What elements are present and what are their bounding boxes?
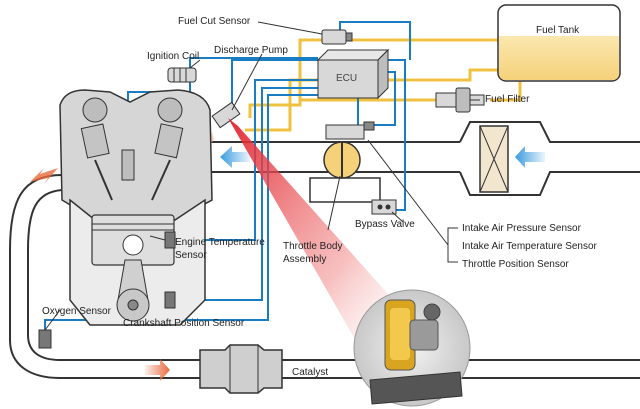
- crankshaft-position-sensor-part: [164, 291, 176, 309]
- catalyst-part: [199, 344, 283, 394]
- label-engine-temperature-sensor: Engine Temperature Sensor: [175, 237, 265, 261]
- exhaust-arrow-bottom: [145, 359, 170, 381]
- exhaust-arrow-left: [30, 168, 58, 184]
- label-discharge-pump: Discharge Pump: [214, 45, 288, 56]
- ignition-coil-part: [167, 67, 197, 83]
- label-throttle-position-sensor: Throttle Position Sensor: [462, 259, 569, 270]
- label-catalyst: Catalyst: [292, 367, 329, 378]
- intake-arrow-inlet: [515, 146, 545, 168]
- label-fuel-cut-sensor: Fuel Cut Sensor: [178, 16, 251, 27]
- air-filter-element: [479, 125, 509, 193]
- label-leader-lines: [44, 21, 480, 331]
- fuel-tank: [497, 4, 621, 82]
- oxygen-sensor-part: [38, 329, 52, 349]
- throttle-body-part: [309, 121, 381, 203]
- engine-block: [69, 198, 206, 326]
- label-crankshaft-position-sensor: Crankshaft Position Sensor: [123, 318, 245, 329]
- bypass-valve-part: [371, 199, 397, 215]
- label-intake-air-pressure-sensor: Intake Air Pressure Sensor: [462, 223, 581, 234]
- intake-arrow-manifold: [220, 146, 250, 168]
- label-ecu: ECU: [336, 73, 358, 84]
- label-throttle-body-assembly: Throttle Body Assembly: [283, 241, 343, 265]
- fuel-cut-sensor-part: [321, 29, 353, 45]
- injector-part: [211, 101, 241, 129]
- label-oxygen-sensor: Oxygen Sensor: [42, 306, 111, 317]
- label-bypass-valve: Bypass Valve: [355, 219, 415, 230]
- ecu-box: [316, 48, 390, 100]
- engine-head: [59, 89, 213, 221]
- engine-temperature-sensor-part: [164, 231, 176, 249]
- label-fuel-filter: Fuel Filter: [485, 94, 530, 105]
- throttle-body-photo-inset: [353, 289, 471, 407]
- callout-beam: [228, 118, 420, 362]
- label-ignition-coil: Ignition Coil: [147, 51, 200, 62]
- label-fuel-tank: Fuel Tank: [536, 25, 580, 36]
- label-intake-air-temperature-sensor: Intake Air Temperature Sensor: [462, 241, 597, 252]
